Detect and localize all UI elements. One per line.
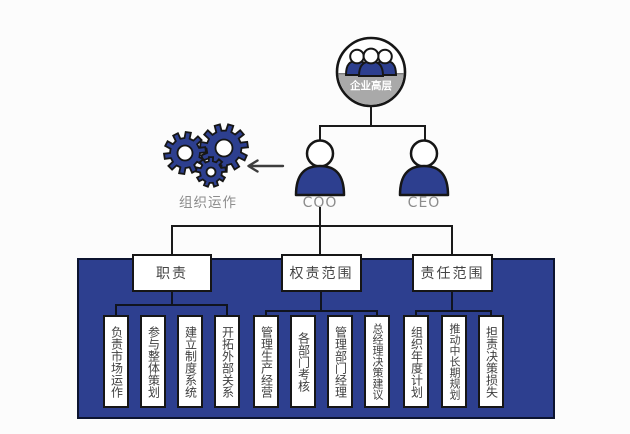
panel-item: 建立制度系统: [177, 315, 203, 408]
operation-label: 组织运作: [179, 195, 237, 211]
bracket-line: [171, 292, 173, 306]
bracket-line: [320, 292, 322, 312]
panel-item: 开拓外部关系: [214, 315, 240, 408]
connector-line: [319, 125, 426, 127]
panel-item: 负责市场运作: [103, 315, 129, 408]
panel-item: 各部门考核: [290, 315, 316, 408]
ceo-label: CEO: [407, 195, 441, 211]
bracket-line: [226, 304, 228, 317]
panel-item: 参与整体策划: [140, 315, 166, 408]
panel-item: 组织年度计划: [403, 315, 429, 408]
bracket-line: [115, 304, 228, 306]
connector-line: [171, 225, 453, 227]
bracket-line: [415, 310, 417, 317]
connector-line: [319, 225, 321, 258]
bracket-line: [415, 310, 492, 312]
panel-item: 担责决策损失: [478, 315, 504, 408]
bracket-line: [115, 304, 117, 317]
connector-line: [424, 125, 426, 142]
connector-line: [370, 105, 372, 127]
panel-group-header: 权责范围: [281, 254, 362, 292]
coo-person-icon: [294, 139, 346, 197]
bracket-line: [376, 310, 378, 317]
arrow-left-icon: [247, 159, 285, 173]
panel-item: 总经理决策建议: [364, 315, 390, 408]
bracket-line: [265, 310, 267, 317]
panel-item: 管理生产经营: [253, 315, 279, 408]
connector-line: [171, 225, 173, 258]
person-figures: [344, 47, 398, 77]
bracket-line: [451, 292, 453, 312]
connector-line: [451, 225, 453, 258]
bracket-line: [265, 310, 378, 312]
panel-group-header: 职责: [132, 254, 212, 292]
team-icon: 企业高层: [335, 36, 407, 108]
panel-group-header: 责任范围: [412, 254, 493, 292]
connector-line: [319, 207, 321, 227]
ceo-person-icon: [398, 139, 450, 197]
coo-label: COO: [302, 195, 338, 211]
top-circle-label: 企业高层: [349, 79, 392, 92]
panel-item: 推动中长期规划: [441, 315, 467, 408]
gears-icon: [162, 123, 250, 188]
bracket-line: [490, 310, 492, 317]
panel-item: 管理部门经理: [327, 315, 353, 408]
connector-line: [319, 125, 321, 142]
